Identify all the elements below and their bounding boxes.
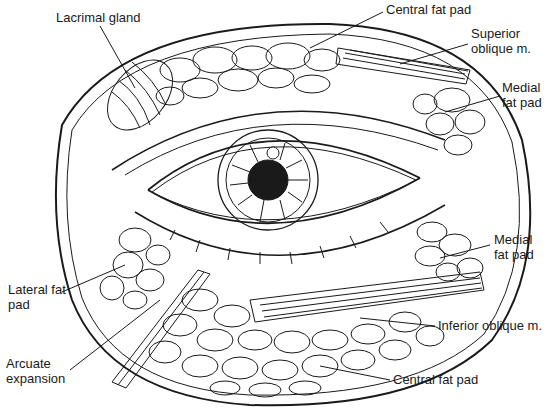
- lower-lateral-fat-lobules-part: [146, 245, 170, 265]
- lacrimal-gland: [94, 48, 185, 143]
- lower-central-fat-lobules-part: [249, 383, 281, 397]
- leader-lines: [62, 12, 500, 380]
- lower-lateral-fat-lobules-part: [136, 269, 164, 291]
- eyeball-part: [218, 130, 318, 230]
- lower-central-fat-lobules-part: [351, 324, 385, 344]
- lower-central-fat-lobules-part: [149, 341, 181, 363]
- lower-central-fat-lobules-part: [238, 330, 272, 350]
- leader-lines-part: [70, 300, 160, 370]
- eyeball-part: [248, 160, 288, 200]
- superior-oblique-muscle-part: [336, 48, 470, 84]
- lower-central-fat-lobules-part: [197, 329, 233, 351]
- orbit-rim: [56, 24, 530, 405]
- upper-fat-lobules-part: [193, 47, 237, 73]
- eyeball-part: [267, 147, 279, 159]
- upper-fat-lobules-part: [294, 75, 330, 93]
- inferior-oblique-muscle: [250, 272, 484, 322]
- leader-lines-part: [320, 366, 390, 380]
- lower-central-fat-lobules-part: [289, 381, 321, 395]
- lower-central-fat-lobules-part: [379, 340, 411, 360]
- lacrimal-gland-part: [94, 48, 185, 143]
- upper-fat-lobules-part: [218, 69, 258, 91]
- lower-central-fat-lobules-part: [312, 330, 348, 350]
- upper-fat-lobules-part: [304, 49, 340, 71]
- lower-central-fat-lobules-part: [163, 314, 197, 336]
- arcuate-expansion-part: [118, 272, 204, 385]
- eyeball-part: [226, 138, 310, 222]
- upper-medial-fat-lobules-part: [426, 113, 454, 135]
- superior-oblique-muscle-part: [343, 50, 468, 79]
- upper-medial-fat-lobules-part: [413, 94, 437, 114]
- leader-lines-part: [445, 96, 500, 112]
- leader-lines-part: [360, 318, 435, 326]
- leader-lines-part: [440, 245, 490, 258]
- lower-lateral-fat-lobules-part: [123, 291, 147, 309]
- lower-central-fat-lobules-part: [182, 289, 218, 311]
- anatomy-label: Medial fat pad: [502, 80, 552, 110]
- superior-oblique-muscle: [336, 48, 470, 84]
- lower-central-fat-lobules-part: [274, 331, 310, 353]
- lower-lateral-fat-lobules-part: [119, 228, 151, 252]
- eyeball-part: [230, 143, 308, 222]
- upper-fat-lobules-part: [266, 43, 310, 69]
- leader-lines-part: [400, 44, 468, 64]
- lower-medial-fat-lobules-part: [457, 258, 483, 278]
- lower-medial-fat-lobules-part: [415, 246, 445, 266]
- orbit-rim-part: [56, 24, 530, 405]
- lower-lateral-fat-lobules: [100, 228, 170, 309]
- upper-medial-fat-lobules-part: [434, 88, 470, 112]
- inferior-oblique-muscle-part: [250, 272, 484, 322]
- lower-lateral-fat-lobules-part: [100, 276, 124, 300]
- lower-central-fat-lobules-part: [222, 357, 258, 379]
- lower-central-fat-lobules-part: [210, 381, 240, 395]
- lower-eyelid-part: [135, 205, 445, 255]
- lower-central-fat-lobules-part: [182, 355, 218, 377]
- upper-fat-lobules-part: [258, 68, 294, 88]
- lower-eyelid: [135, 178, 445, 264]
- arcuate-expansion: [112, 270, 210, 388]
- anatomy-label: Lateral fat pad: [8, 282, 68, 312]
- inferior-oblique-muscle-part: [260, 278, 482, 317]
- lower-medial-fat-lobules: [415, 222, 483, 281]
- lower-medial-fat-lobules-part: [417, 222, 447, 242]
- leader-lines-part: [100, 26, 135, 88]
- arcuate-expansion-part: [112, 270, 210, 388]
- upper-medial-fat-lobules-part: [444, 135, 472, 155]
- anatomy-label: Inferior oblique m.: [438, 318, 552, 333]
- leader-lines-part: [62, 265, 125, 292]
- anatomy-label: Lacrimal gland: [56, 10, 176, 25]
- lower-medial-fat-lobules-part: [436, 263, 460, 281]
- anatomy-label: Central fat pad: [393, 372, 533, 387]
- lacrimal-gland-part: [112, 62, 166, 128]
- upper-medial-fat-lobules-part: [455, 110, 485, 134]
- lower-central-fat-lobules-part: [262, 360, 298, 380]
- leader-lines-part: [310, 12, 383, 48]
- anatomy-label: Arcuate expansion: [6, 356, 76, 386]
- anatomy-label: Superior oblique m.: [471, 26, 551, 56]
- upper-fat-lobules-part: [182, 78, 218, 98]
- lower-central-fat-lobules-part: [341, 350, 375, 370]
- lower-central-fat-lobules-part: [214, 305, 250, 327]
- upper-fat-lobules: [156, 43, 340, 105]
- anatomy-label: Central fat pad: [386, 2, 526, 17]
- anatomy-label: Medial fat pad: [494, 232, 549, 262]
- eyeball: [218, 130, 318, 230]
- orbit-rim-part: [67, 34, 520, 395]
- upper-fat-lobules-part: [156, 87, 184, 105]
